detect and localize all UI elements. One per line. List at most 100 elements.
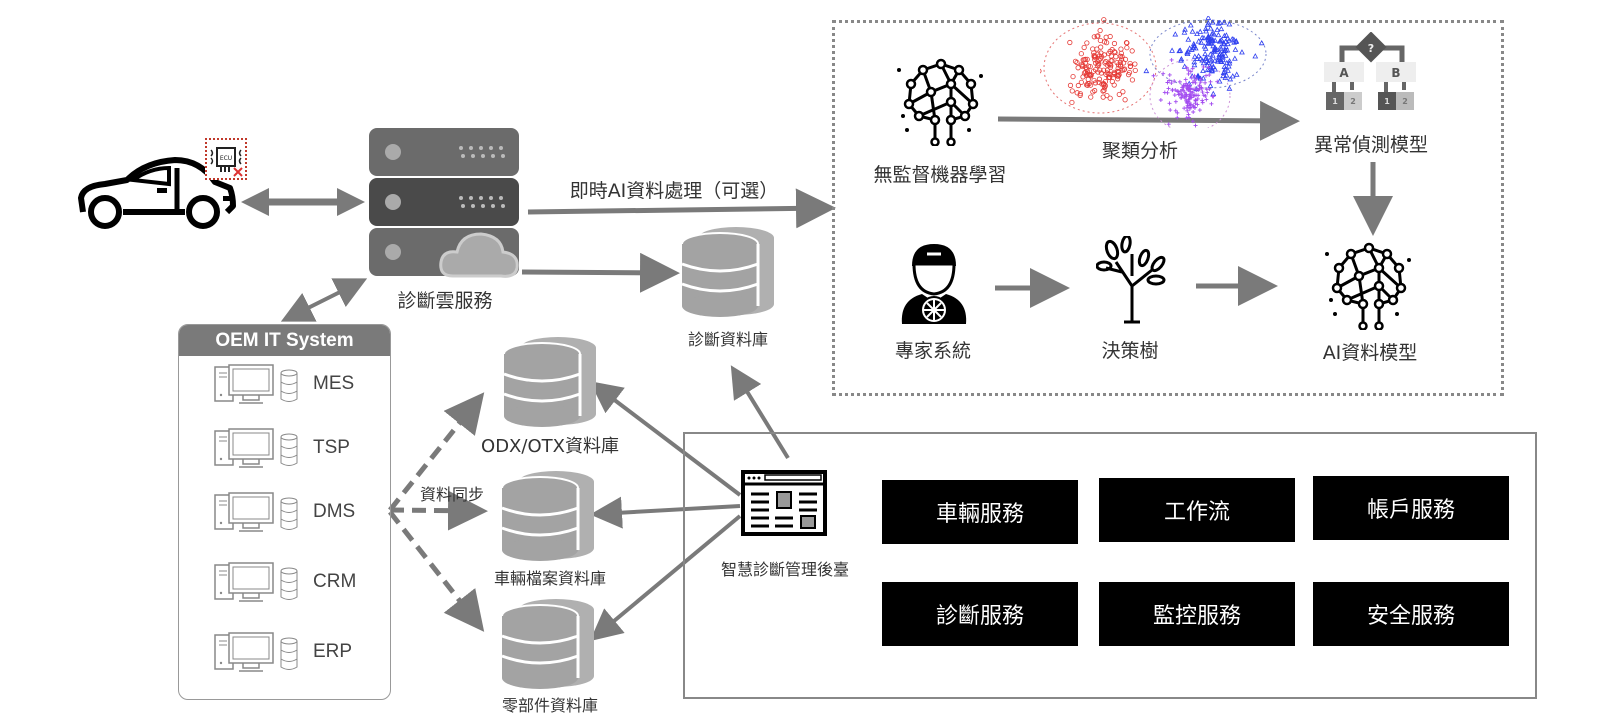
cluster-point <box>1170 88 1175 93</box>
cluster-point <box>1077 91 1083 97</box>
cluster-point <box>1175 115 1180 120</box>
cluster-point <box>1187 22 1194 28</box>
cluster-point <box>1218 36 1225 43</box>
cluster-point <box>1132 67 1138 74</box>
oem-item-erp[interactable]: ERP <box>213 631 352 673</box>
cluster-point <box>1230 36 1237 42</box>
cluster-point <box>1169 57 1174 62</box>
cluster-point <box>1195 96 1200 101</box>
sapling-tree-icon <box>1095 234 1166 324</box>
service-vehicle[interactable]: 車輛服務 <box>882 480 1078 544</box>
service-workflow[interactable]: 工作流 <box>1099 478 1295 542</box>
cluster-point <box>1099 54 1105 60</box>
cluster-point <box>1077 92 1083 98</box>
cluster-point <box>1181 29 1188 35</box>
cluster-point <box>1197 83 1202 88</box>
service-monitoring[interactable]: 監控服務 <box>1099 582 1295 646</box>
cluster-point <box>1111 71 1117 78</box>
sync-arrow-odx <box>388 392 485 512</box>
cluster-point <box>1194 55 1200 61</box>
service-account[interactable]: 帳戶服務 <box>1313 476 1509 540</box>
cluster-point <box>1199 85 1204 90</box>
cluster-point <box>1191 110 1196 115</box>
cluster-point <box>1183 92 1188 97</box>
service-security[interactable]: 安全服務 <box>1313 582 1509 646</box>
cluster-point <box>1096 53 1102 59</box>
cluster-point <box>1101 17 1107 23</box>
cluster-point <box>1201 34 1207 41</box>
oem-item-mes[interactable]: MES <box>213 363 354 405</box>
cluster-point <box>1186 97 1191 102</box>
cluster-point <box>1074 59 1080 66</box>
cluster-point <box>1091 54 1097 60</box>
cluster-point <box>1117 53 1124 59</box>
oem-item-tsp[interactable]: TSP <box>213 427 350 469</box>
ai-data-model-label: AI資料模型 <box>1322 342 1418 364</box>
cluster-point <box>1221 19 1228 25</box>
cluster-point <box>1207 57 1213 63</box>
cluster-point <box>1173 99 1178 104</box>
cluster-point <box>1097 37 1103 44</box>
cluster-point <box>1082 60 1088 66</box>
oem-item-label: TSP <box>313 437 350 458</box>
cluster-point <box>1101 87 1107 93</box>
sync-arrow-vehicle <box>389 490 488 531</box>
cluster-point <box>1207 40 1214 46</box>
cluster-point <box>1088 82 1094 88</box>
cluster-point <box>1206 66 1213 73</box>
oem-item-dms[interactable]: DMS <box>213 491 355 533</box>
clustering-label: 聚類分析 <box>1101 140 1178 162</box>
cluster-point <box>1232 46 1239 52</box>
backend-console[interactable] <box>741 470 827 536</box>
svg-text:1: 1 <box>1384 97 1390 106</box>
cluster-red <box>1040 17 1138 106</box>
car-icon <box>78 157 236 229</box>
cluster-point <box>1069 99 1075 106</box>
cluster-point <box>1158 97 1163 102</box>
diag-database-label: 診斷資料庫 <box>687 330 768 349</box>
cluster-point <box>1094 33 1100 39</box>
oem-it-system: OEM IT System MES TSP DMS CRM <box>178 324 391 700</box>
cluster-point <box>1188 94 1193 99</box>
cluster-point <box>1116 91 1122 98</box>
cluster-point <box>1215 54 1222 60</box>
cluster-point <box>1198 39 1205 45</box>
cluster-point <box>1209 101 1214 106</box>
cluster-point <box>1179 95 1184 100</box>
cluster-point <box>1092 80 1099 86</box>
cluster-point <box>1183 96 1188 101</box>
cluster-point <box>1189 28 1196 34</box>
computer-database-icon <box>214 492 298 532</box>
cluster-point <box>1067 39 1073 46</box>
cluster-point <box>1217 56 1224 62</box>
svg-text:?: ? <box>1368 42 1374 55</box>
cluster-point <box>1178 57 1184 63</box>
cluster-point <box>1193 97 1198 102</box>
cluster-point <box>1209 61 1216 67</box>
cluster-point <box>1173 108 1178 113</box>
oem-item-crm[interactable]: CRM <box>213 561 356 603</box>
cluster-point <box>1102 78 1109 85</box>
database-icon <box>681 227 774 317</box>
cluster-point <box>1105 74 1112 81</box>
cluster-point <box>1178 89 1183 94</box>
cluster-point <box>1208 65 1215 71</box>
cluster-point <box>1118 50 1124 56</box>
cluster-point <box>1078 51 1084 57</box>
service-diagnosis[interactable]: 診斷服務 <box>882 582 1078 646</box>
cluster-point <box>1208 36 1214 42</box>
cluster-point <box>1204 73 1209 78</box>
backend-diagdb-arrow <box>730 365 790 460</box>
cluster-scatter-plot <box>1040 16 1267 128</box>
vehicle: ECU <box>75 138 250 235</box>
ai-data-model-node <box>1323 238 1413 331</box>
cluster-point <box>1211 57 1218 63</box>
cluster-point <box>1090 89 1096 95</box>
cluster-point <box>1206 65 1211 70</box>
cluster-point <box>1202 55 1209 61</box>
cluster-point <box>1100 88 1106 94</box>
cluster-point <box>1191 53 1198 59</box>
cluster-point <box>1201 64 1206 69</box>
